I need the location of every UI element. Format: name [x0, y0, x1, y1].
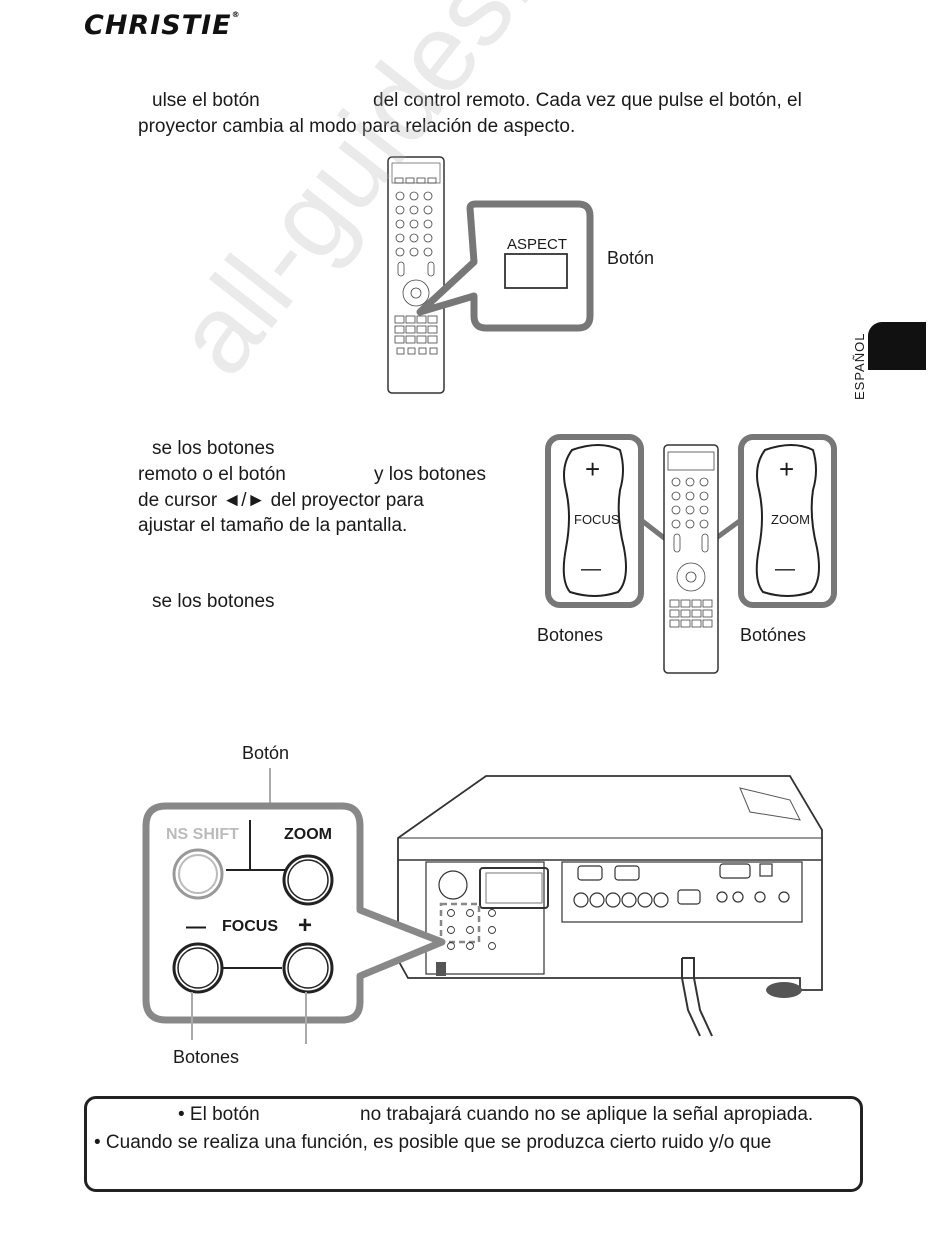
zoom-label: ZOOM [771, 512, 810, 527]
lens-shift-label: NS SHIFT [166, 826, 239, 843]
focus-minus-icon: — [581, 558, 601, 580]
s2-line1: se los botones [152, 438, 275, 459]
projector-bottom-label: Botones [173, 1047, 240, 1067]
aspect-callout-label: Botón [607, 248, 655, 268]
projector-minus-icon: — [186, 916, 206, 938]
note-line1-a: • El botón [178, 1104, 260, 1125]
language-tab [868, 322, 926, 370]
focus-plus-icon: + [585, 454, 601, 484]
note-line2: • Cuando se realiza una función, es posi… [94, 1132, 772, 1153]
s2-line2-a: remoto o el botón [138, 464, 286, 485]
projector-focus-label: FOCUS [222, 918, 278, 935]
projector-zoom-label: ZOOM [284, 826, 332, 843]
projector-top-label: Botón [242, 743, 290, 763]
projector-plus-icon: + [298, 912, 313, 939]
s1-line1-b: del control remoto. Cada vez que pulse e… [373, 90, 802, 111]
note-line1-b: no trabajará cuando no se aplique la señ… [360, 1104, 814, 1125]
focus-label: FOCUS [574, 512, 620, 527]
aspect-callout [416, 200, 594, 332]
projector-illustration [142, 768, 823, 1044]
s2-line5: se los botones [152, 591, 275, 612]
s2-line3: de cursor ◄/► del proyector para [138, 490, 424, 511]
aspect-button-label: ASPECT [507, 236, 568, 253]
focus-buttons-caption: Botones [537, 625, 604, 645]
brand-logo: CHRISTIE® [84, 10, 241, 41]
zoom-plus-icon: + [779, 454, 795, 484]
s1-line2: proyector cambia al modo para relación d… [138, 116, 576, 137]
focus-zoom-illustration [545, 434, 837, 674]
zoom-minus-icon: — [775, 558, 795, 580]
zoom-buttons-caption: Botónes [740, 625, 807, 645]
s2-line2-b: y los botones [374, 464, 486, 485]
note-box [84, 1096, 863, 1192]
remote-control-illustration [387, 156, 445, 394]
s2-line4: ajustar el tamaño de la pantalla. [138, 515, 408, 536]
s1-line1-a: ulse el botón [152, 90, 260, 111]
